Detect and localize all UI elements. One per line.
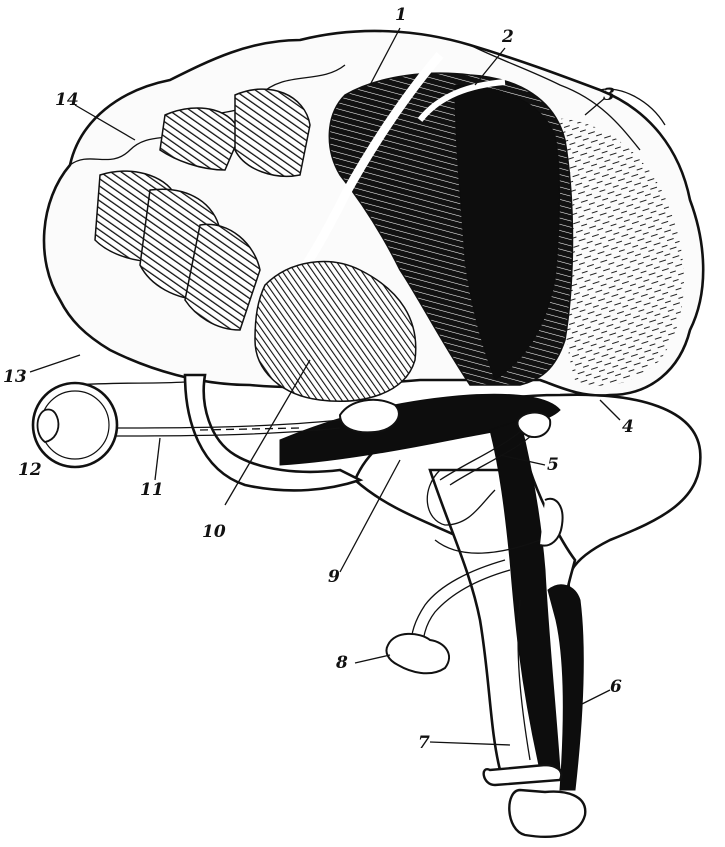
label-6: 6 (610, 677, 622, 697)
label-7: 7 (418, 733, 430, 753)
label-9: 9 (328, 567, 340, 587)
label-5: 5 (547, 455, 559, 475)
optic-chiasm[interactable] (340, 400, 399, 433)
label-3: 3 (603, 85, 615, 105)
label-12: 12 (18, 460, 42, 480)
spinal-ganglion[interactable] (386, 634, 449, 673)
spinal-lower-1 (484, 765, 562, 785)
label-1: 1 (395, 5, 407, 25)
label-13: 13 (3, 367, 27, 387)
label-14: 14 (55, 90, 79, 110)
label-11: 11 (140, 480, 164, 500)
ganglion-upper (517, 413, 550, 438)
frontal-gyrus-block-5 (235, 89, 310, 176)
label-8: 8 (335, 653, 348, 673)
label-4: 4 (622, 417, 634, 437)
label-2: 2 (501, 27, 514, 47)
optic-nerve-upper (75, 382, 185, 385)
optic-nerve-dash (200, 428, 300, 430)
spinal-lower-2 (509, 790, 585, 837)
label-10: 10 (202, 522, 226, 542)
